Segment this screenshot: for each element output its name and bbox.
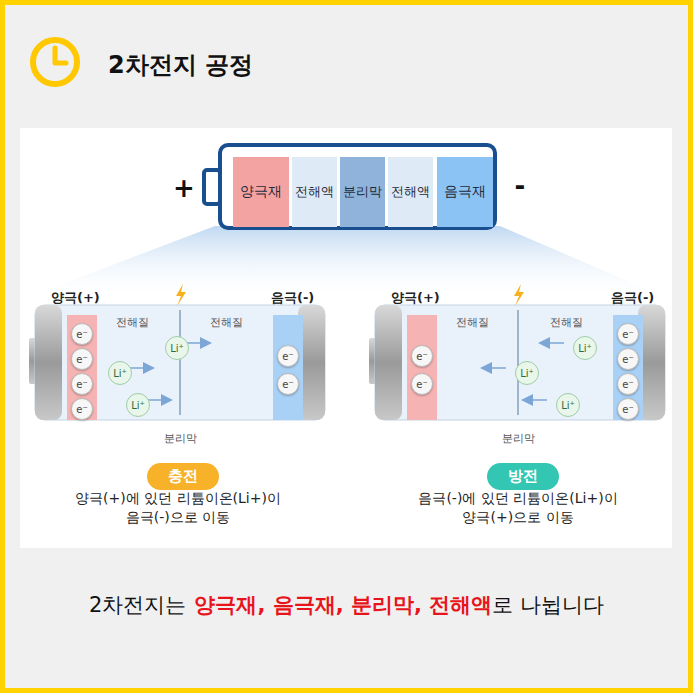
region-label: 전해질	[456, 315, 489, 330]
battery-cell: 분리막	[340, 157, 385, 227]
node-text: e⁻	[622, 354, 633, 365]
caption-text: 2차전지는	[89, 591, 186, 619]
terminal-sign: +	[173, 173, 195, 203]
battery-cell: 전해액	[388, 157, 433, 227]
caption-text: 로 나뉩니다	[492, 591, 604, 619]
lithium-ion-circle: Li⁺	[573, 336, 597, 360]
node-text: 분리막	[343, 183, 382, 201]
node-text: e⁻	[76, 329, 87, 340]
lithium-ion-circle: Li⁺	[126, 393, 150, 417]
region-label: 전해질	[550, 315, 583, 330]
node-text: 전해액	[295, 183, 334, 201]
node-text: e⁻	[622, 379, 633, 390]
lithium-ion-circle: Li⁺	[108, 361, 132, 385]
electron-circle: e⁻	[617, 348, 639, 370]
node-text: Li⁺	[131, 400, 145, 411]
electron-circle: e⁻	[617, 398, 639, 420]
electron-circle: e⁻	[71, 373, 93, 395]
node-text: Li⁺	[561, 400, 575, 411]
node-text: e⁻	[76, 354, 87, 365]
node-text: e⁻	[76, 404, 87, 415]
mode-badge: 충전	[147, 463, 219, 490]
terminal-sign: -	[515, 171, 526, 201]
electron-circle: e⁻	[617, 373, 639, 395]
electrode-plate: 음극(-)e⁻e⁻e⁻e⁻	[613, 315, 643, 420]
electron-circle: e⁻	[71, 323, 93, 345]
electrode-label: 음극(-)	[271, 289, 314, 307]
node-text: e⁻	[282, 379, 293, 390]
electrode-plate: 음극(-)e⁻e⁻	[273, 315, 303, 420]
node-text: e⁻	[282, 351, 293, 362]
electron-circle: e⁻	[411, 345, 433, 367]
electron-circle: e⁻	[277, 345, 299, 367]
node-text: e⁻	[416, 351, 427, 362]
electron-circle: e⁻	[411, 373, 433, 395]
electron-circle: e⁻	[617, 323, 639, 345]
electrode-label: 음극(-)	[611, 289, 654, 307]
node-text: Li⁺	[170, 343, 184, 354]
title: 2차전지 공정	[108, 49, 253, 81]
electrode-plate: 양극(+)e⁻e⁻e⁻e⁻	[67, 315, 97, 420]
region-label: 전해질	[210, 315, 243, 330]
node-text: 충전	[168, 467, 198, 486]
electron-circle: e⁻	[277, 373, 299, 395]
node-text: Li⁺	[578, 343, 592, 354]
description: 음극(-)에 있던 리튬이온(Li+)이 양극(+)으로 이동	[411, 489, 626, 527]
node-text: 방전	[508, 467, 538, 486]
lithium-ion-circle: Li⁺	[165, 336, 189, 360]
region-label: 전해질	[116, 315, 149, 330]
node-text: e⁻	[622, 404, 633, 415]
electrode-label: 양극(+)	[51, 289, 100, 307]
node-text: e⁻	[76, 379, 87, 390]
lithium-ion-circle: Li⁺	[515, 361, 539, 385]
electrode-label: 양극(+)	[391, 289, 440, 307]
node-text: Li⁺	[520, 368, 534, 379]
description: 양극(+)에 있던 리튬이온(Li+)이 음극(-)으로 이동	[71, 489, 286, 527]
node-text: 전해액	[391, 183, 430, 201]
node-text: 양극재	[240, 183, 282, 201]
battery-cell: 전해액	[292, 157, 337, 227]
battery-cell: 음극재	[437, 157, 493, 227]
node-text: 음극재	[444, 183, 486, 201]
node-text: e⁻	[416, 379, 427, 390]
lithium-ion-circle: Li⁺	[556, 393, 580, 417]
caption-highlight: 양극재, 음극재, 분리막, 전해액	[194, 591, 492, 619]
electrode-plate: 양극(+)e⁻e⁻	[407, 315, 437, 420]
region-label: 분리막	[164, 431, 197, 446]
electron-circle: e⁻	[71, 398, 93, 420]
region-label: 분리막	[502, 431, 535, 446]
node-text: Li⁺	[113, 368, 127, 379]
battery-cell: 양극재	[233, 157, 289, 227]
electron-circle: e⁻	[71, 348, 93, 370]
node-text: e⁻	[622, 329, 633, 340]
caption-row: 2차전지는 양극재, 음극재, 분리막, 전해액로 나뉩니다	[5, 591, 688, 619]
mode-badge: 방전	[487, 463, 559, 490]
